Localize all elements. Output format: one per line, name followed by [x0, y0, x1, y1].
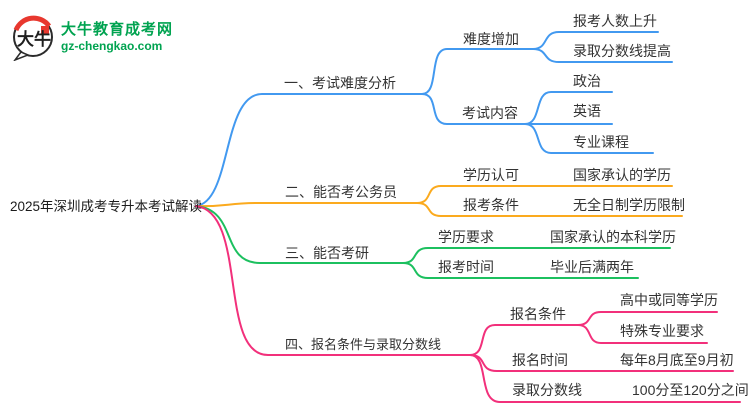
- leaf-100-120-points: 100分至120分之间: [632, 382, 749, 398]
- branch-exam-difficulty: 一、考试难度分析: [284, 75, 396, 91]
- node-apply-time: 报考时间: [438, 259, 494, 275]
- branch-enrollment-cutoff: 四、报名条件与录取分数线: [285, 337, 442, 352]
- node-application-conditions: 报考条件: [463, 197, 519, 213]
- svg-text:大牛: 大牛: [17, 29, 51, 49]
- site-logo: 大牛 大牛教育成考网 gz-chengkao.com: [10, 13, 173, 61]
- leaf-highschool-equivalent: 高中或同等学历: [620, 292, 718, 308]
- node-degree-requirement: 学历要求: [438, 229, 494, 245]
- node-enroll-conditions: 报名条件: [510, 306, 566, 322]
- branch3-wires: [195, 205, 671, 279]
- branch-civil-servant: 二、能否考公务员: [285, 184, 397, 200]
- daniu-logo-icon: 大牛: [13, 15, 53, 61]
- branch2-wires: [195, 185, 683, 217]
- leaf-state-recognized-degree: 国家承认的学历: [573, 167, 671, 183]
- logo-title: 大牛教育成考网: [61, 21, 174, 38]
- node-exam-content: 考试内容: [462, 105, 518, 121]
- node-cutoff-score: 录取分数线: [512, 382, 582, 398]
- leaf-applicants-rising: 报考人数上升: [573, 13, 657, 29]
- leaf-cutoff-score-higher: 录取分数线提高: [573, 43, 671, 59]
- branch4-wires: [195, 205, 741, 403]
- leaf-recognized-bachelor: 国家承认的本科学历: [550, 229, 676, 245]
- leaf-major-courses: 专业课程: [573, 134, 629, 150]
- leaf-english: 英语: [573, 103, 601, 119]
- node-difficulty-increase: 难度增加: [463, 31, 519, 47]
- root-node-label: 2025年深圳成考专升本考试解读: [10, 199, 203, 214]
- leaf-politics: 政治: [573, 73, 601, 89]
- leaf-special-major-req: 特殊专业要求: [620, 323, 704, 339]
- leaf-no-fulltime-restriction: 无全日制学历限制: [573, 197, 685, 213]
- leaf-two-years-after-grad: 毕业后满两年: [550, 259, 634, 275]
- logo-domain: gz-chengkao.com: [61, 39, 163, 53]
- branch-postgraduate: 三、能否考研: [285, 245, 369, 261]
- leaf-aug-to-sep: 每年8月底至9月初: [620, 352, 734, 368]
- node-degree-recognition: 学历认可: [463, 167, 519, 183]
- branch1-wires: [195, 31, 673, 207]
- node-enroll-time: 报名时间: [512, 352, 568, 368]
